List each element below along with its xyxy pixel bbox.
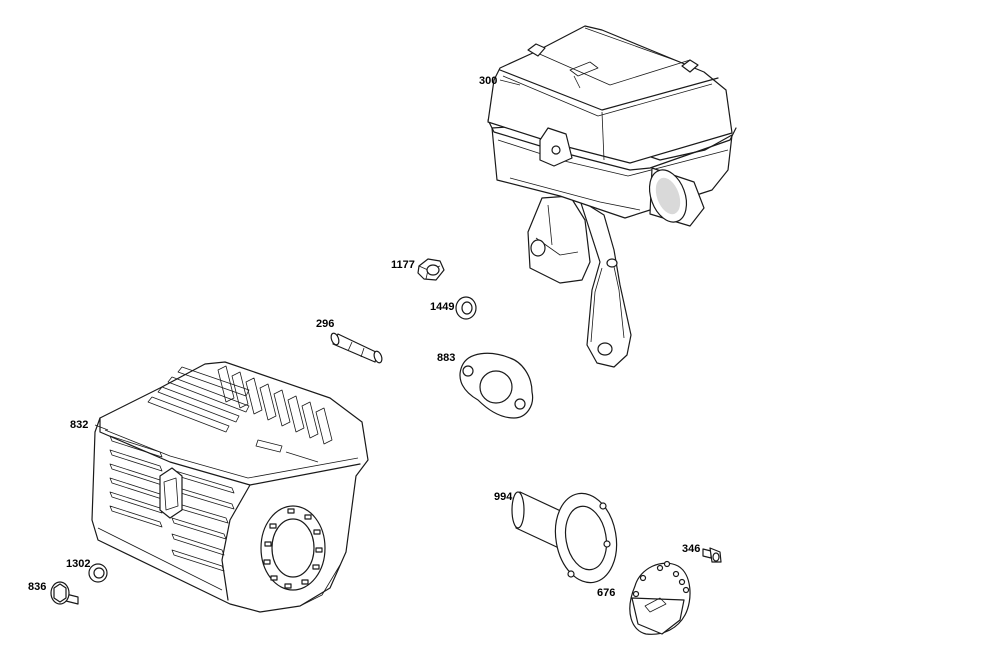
- callout-994: 994: [494, 491, 513, 503]
- screw[interactable]: [702, 547, 722, 563]
- muffler-heat-shield[interactable]: [91, 361, 369, 613]
- callout-346: 346: [682, 543, 700, 555]
- stud[interactable]: [330, 332, 384, 364]
- callout-676: 676: [597, 587, 615, 599]
- deflector[interactable]: [629, 560, 691, 635]
- callout-296: 296: [316, 318, 334, 330]
- muffler-assembly[interactable]: [487, 25, 737, 368]
- flange-bolt[interactable]: [50, 581, 79, 605]
- callout-832: 832: [70, 419, 88, 431]
- nut[interactable]: [417, 258, 445, 281]
- muffler-bracket: [579, 199, 632, 368]
- callout-300: 300: [479, 75, 497, 87]
- exhaust-gasket[interactable]: [459, 352, 534, 419]
- washer-1449[interactable]: [455, 296, 477, 320]
- spark-arrestor-screen[interactable]: [511, 488, 623, 587]
- callout-1449: 1449: [430, 301, 454, 313]
- callout-883: 883: [437, 352, 455, 364]
- callout-1177: 1177: [391, 259, 415, 271]
- bracket-hole: [597, 342, 613, 356]
- callout-836: 836: [28, 581, 46, 593]
- callout-1302: 1302: [66, 558, 90, 570]
- exhaust-inlet-pipe: [527, 195, 591, 284]
- washer-1302[interactable]: [88, 563, 108, 583]
